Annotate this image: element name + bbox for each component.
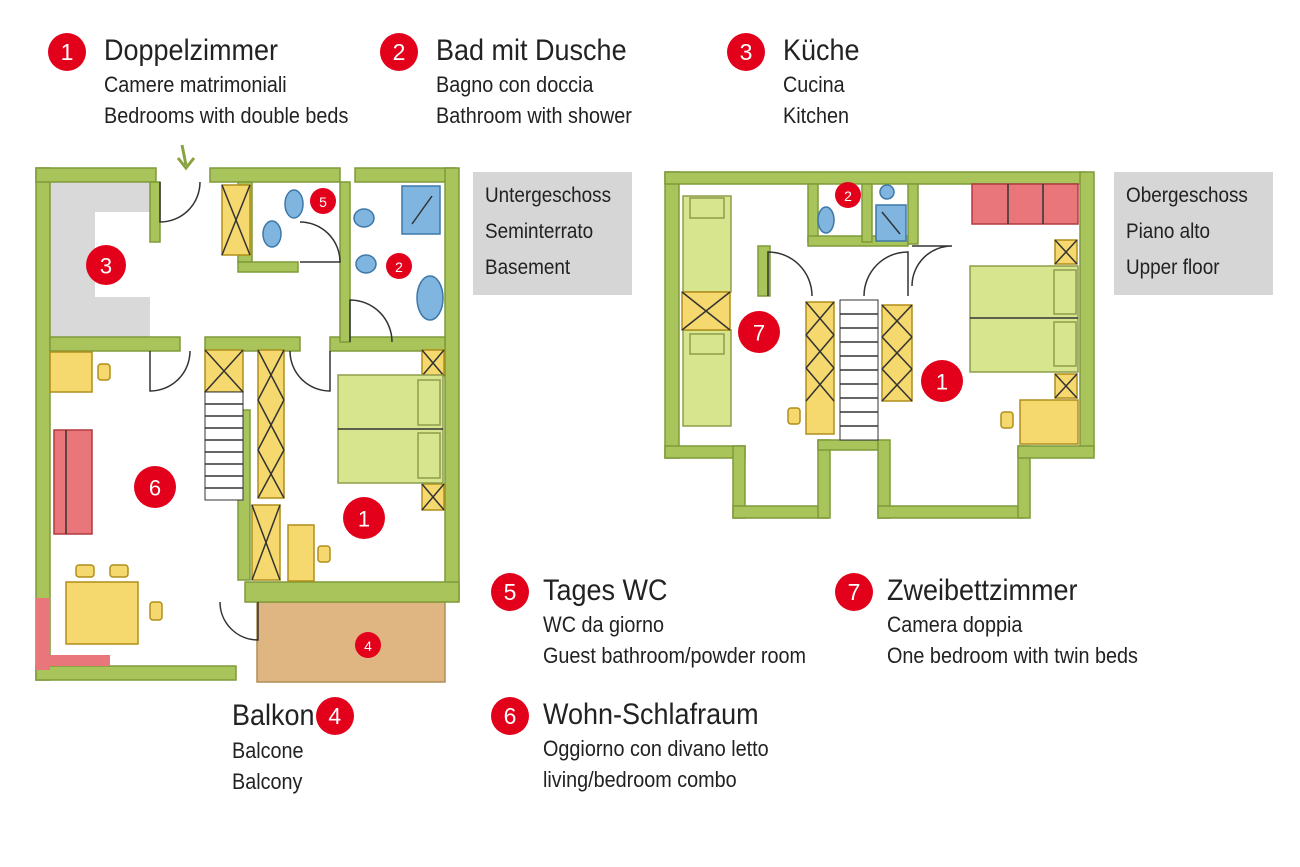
- legend-title: Zweibettzimmer: [887, 574, 1078, 607]
- svg-text:5: 5: [319, 194, 327, 210]
- basement-stairs: [204, 391, 244, 501]
- legend-number-badge: 6: [491, 697, 529, 735]
- legend-number-badge: 5: [491, 573, 529, 611]
- floor-label-en: Basement: [485, 256, 571, 279]
- basement-double-bed: [337, 374, 444, 484]
- legend-wohn-schlafraum: 6 Wohn-Schlafraum Oggiorno con divano le…: [491, 697, 794, 795]
- svg-text:7: 7: [753, 321, 765, 346]
- floor-label-de: Obergeschoss: [1126, 184, 1248, 207]
- balcony-area: [256, 601, 446, 683]
- plan-marker-bedroom-upper: 1: [921, 360, 963, 402]
- legend-english: living/bedroom combo: [543, 767, 737, 792]
- legend-english: Kitchen: [783, 103, 850, 128]
- legend-title: Balkon: [232, 699, 315, 732]
- legend-title: Küche: [783, 34, 860, 67]
- svg-text:3: 3: [100, 254, 112, 279]
- twin-beds: [682, 195, 732, 427]
- upper-stairs: [839, 299, 879, 441]
- legend-number-badge: 1: [48, 33, 86, 71]
- legend-bad-mit-dusche: 2 Bad mit Dusche Bagno con doccia Bathro…: [380, 33, 654, 131]
- plan-marker-kitchen: 3: [86, 245, 126, 285]
- legend-title: Tages WC: [543, 574, 668, 607]
- svg-text:2: 2: [844, 188, 852, 204]
- legend-kueche: 3 Küche Cucina Kitchen: [727, 33, 868, 131]
- legend-english: Bedrooms with double beds: [104, 103, 349, 128]
- legend-english: Balcony: [232, 769, 303, 794]
- basement-plan: [35, 144, 460, 683]
- svg-text:6: 6: [149, 476, 161, 501]
- plan-marker-twin: 7: [738, 311, 780, 353]
- floor-label-it: Piano alto: [1126, 220, 1211, 243]
- legend-number-badge: 2: [380, 33, 418, 71]
- legend-number-badge: 7: [835, 573, 873, 611]
- legend-english: One bedroom with twin beds: [887, 643, 1138, 668]
- legend-italian: Bagno con doccia: [436, 72, 594, 97]
- legend-italian: WC da giorno: [543, 612, 665, 637]
- basement-label-box: Untergeschoss Seminterrato Basement: [473, 172, 632, 295]
- legend-number-badge: 4: [315, 697, 354, 735]
- upper-sofa: [971, 183, 1079, 225]
- sofa: [53, 429, 93, 535]
- legend-english: Guest bathroom/powder room: [543, 643, 807, 668]
- svg-text:4: 4: [364, 638, 372, 654]
- svg-text:1: 1: [358, 507, 370, 532]
- legend-italian: Camera doppia: [887, 612, 1023, 637]
- legend-number-badge: 3: [727, 33, 765, 71]
- upper-double-bed: [969, 265, 1079, 373]
- floor-label-de: Untergeschoss: [485, 184, 612, 207]
- plan-marker-guest-wc: 5: [310, 188, 336, 214]
- plan-marker-bath-upper: 2: [835, 182, 861, 208]
- floor-label-en: Upper floor: [1126, 256, 1220, 279]
- legend-title: Doppelzimmer: [104, 34, 279, 67]
- upper-floor-label-box: Obergeschoss Piano alto Upper floor: [1114, 172, 1273, 295]
- legend-italian: Camere matrimoniali: [104, 72, 287, 97]
- svg-text:1: 1: [936, 370, 948, 395]
- plan-marker-balcony: 4: [355, 632, 381, 658]
- floor-label-it: Seminterrato: [485, 220, 594, 243]
- legend-doppelzimmer: 1 Doppelzimmer Camere matrimoniali Bedro…: [48, 33, 376, 131]
- legend-italian: Oggiorno con divano letto: [543, 736, 769, 761]
- legend-zweibettzimmer: 7 Zweibettzimmer Camera doppia One bedro…: [835, 573, 1166, 671]
- legend-italian: Cucina: [783, 72, 845, 97]
- legend-title: Wohn-Schlafraum: [543, 698, 759, 731]
- legend-english: Bathroom with shower: [436, 103, 632, 128]
- legend-title: Bad mit Dusche: [436, 34, 627, 67]
- svg-text:2: 2: [395, 259, 403, 275]
- legend-tages-wc: 5 Tages WC WC da giorno Guest bathroom/p…: [491, 573, 835, 671]
- plan-marker-bedroom-lower: 1: [343, 497, 385, 539]
- upper-plan: [664, 171, 1095, 519]
- plan-marker-living: 6: [134, 466, 176, 508]
- plan-marker-bath-lower: 2: [386, 253, 412, 279]
- legend-italian: Balcone: [232, 738, 304, 763]
- legend-balkon: Balkon 4 Balcone Balcony: [232, 697, 354, 797]
